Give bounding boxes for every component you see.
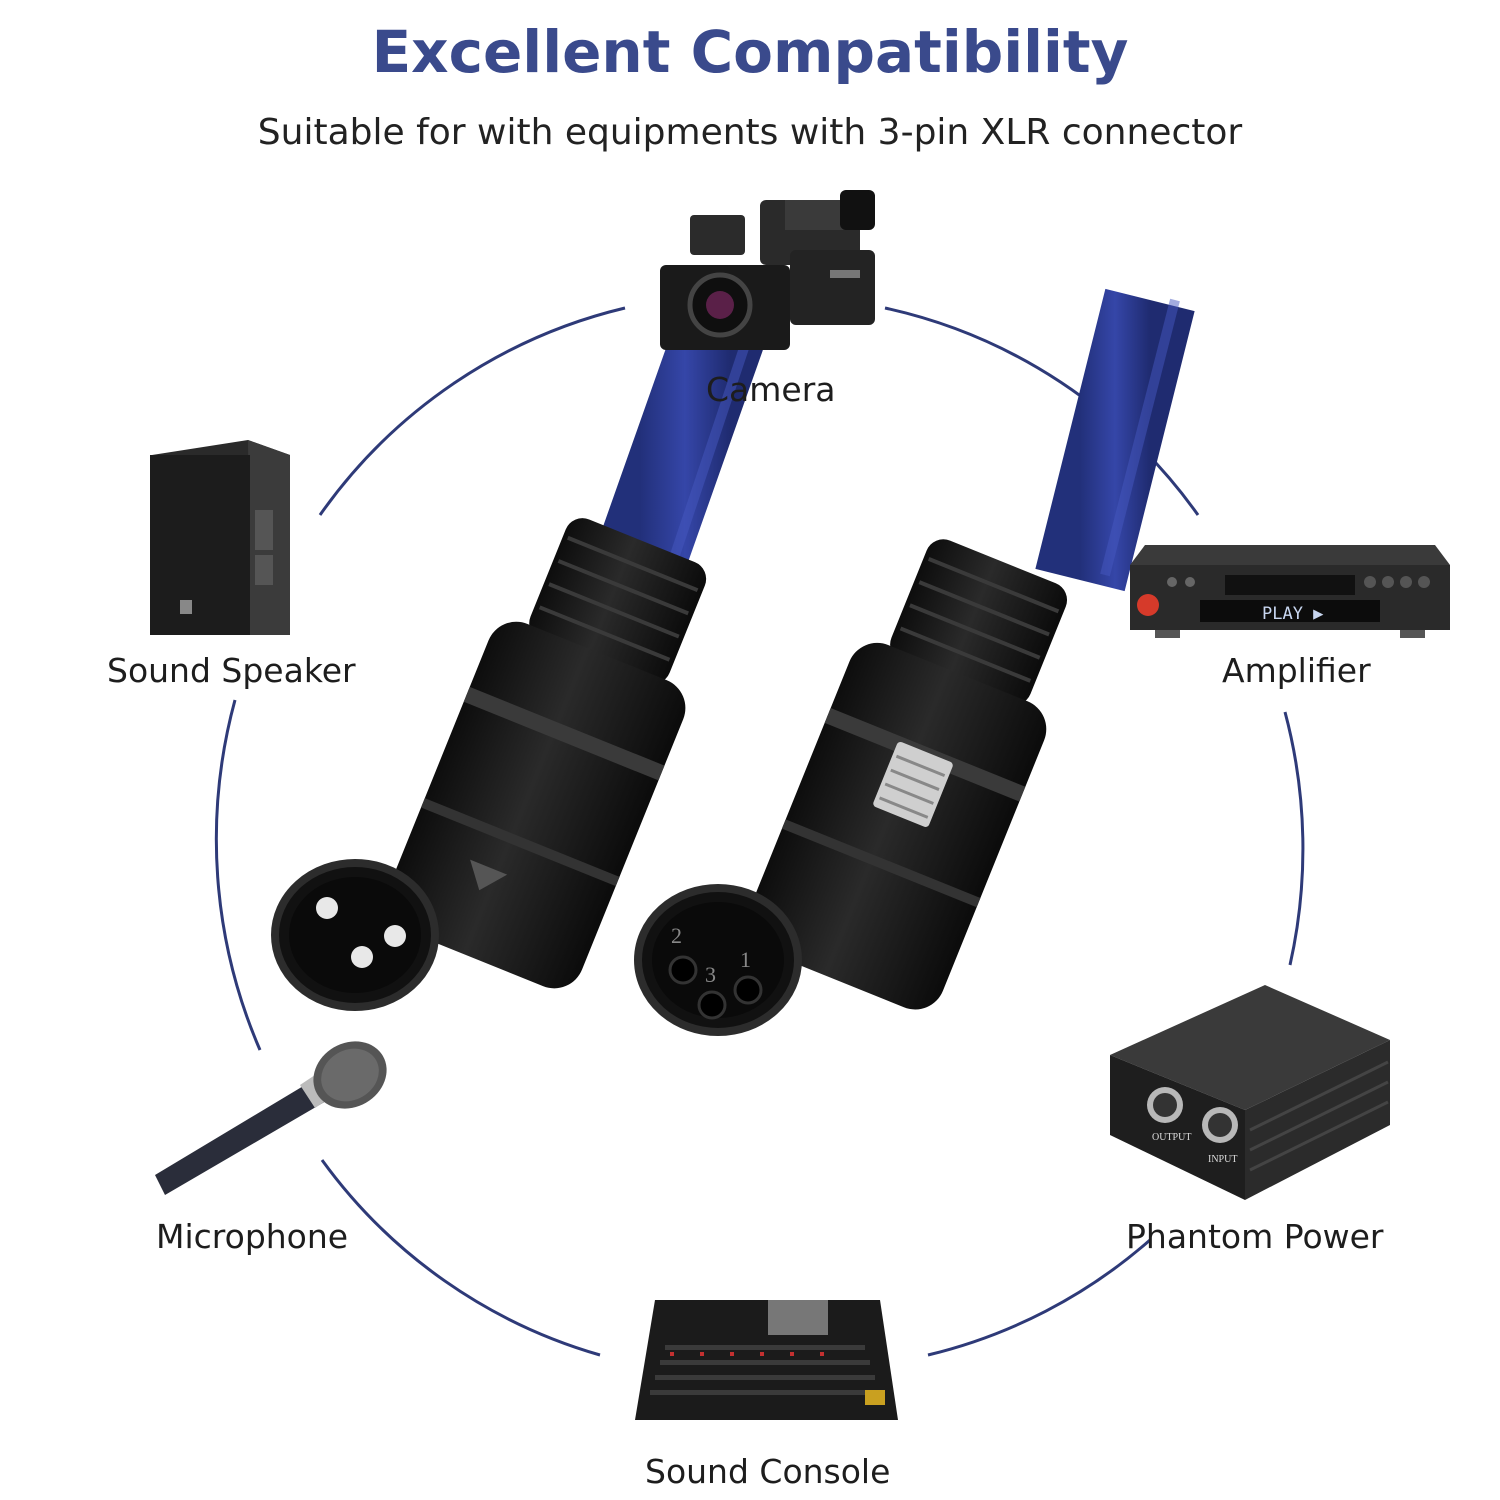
page-title: Excellent Compatibility [371,18,1129,86]
ring-arc-bottom-left [320,1159,601,1357]
amplifier-display-text: PLAY ▶ [1262,604,1324,624]
male-xlr-connector [271,518,707,1011]
pin-label-2: 2 [671,923,682,948]
microphone-device-image [155,1041,387,1195]
connection-ring [214,306,1305,1357]
camera-label: Camera [706,370,836,409]
amplifier-label: Amplifier [1222,651,1371,690]
phantom-power-label: Phantom Power [1126,1217,1384,1256]
phantom-input-label: INPUT [1208,1154,1237,1165]
ring-arc-top-left [318,306,626,516]
ring-arc-right [1283,711,1305,966]
camera-device-image [660,190,875,350]
ring-arc-bottom-right [927,1238,1151,1357]
phantom-output-label: OUTPUT [1152,1132,1191,1143]
pin-label-1: 1 [740,947,751,972]
sound-speaker-label: Sound Speaker [107,651,356,690]
phantom-power-device-image: OUTPUT INPUT [1110,985,1390,1200]
page-subtitle: Suitable for with equipments with 3-pin … [257,112,1243,153]
speaker-device-image [150,440,290,635]
amplifier-device-image: PLAY ▶ [1130,545,1450,638]
pin-label-3: 3 [705,962,716,987]
microphone-label: Microphone [156,1217,349,1256]
female-xlr-connector: 2 3 1 [634,539,1068,1036]
sound-console-label: Sound Console [645,1452,891,1491]
ring-arc-top-right [884,306,1200,516]
ring-arc-left [214,699,262,1051]
sound-console-device-image [635,1300,898,1420]
